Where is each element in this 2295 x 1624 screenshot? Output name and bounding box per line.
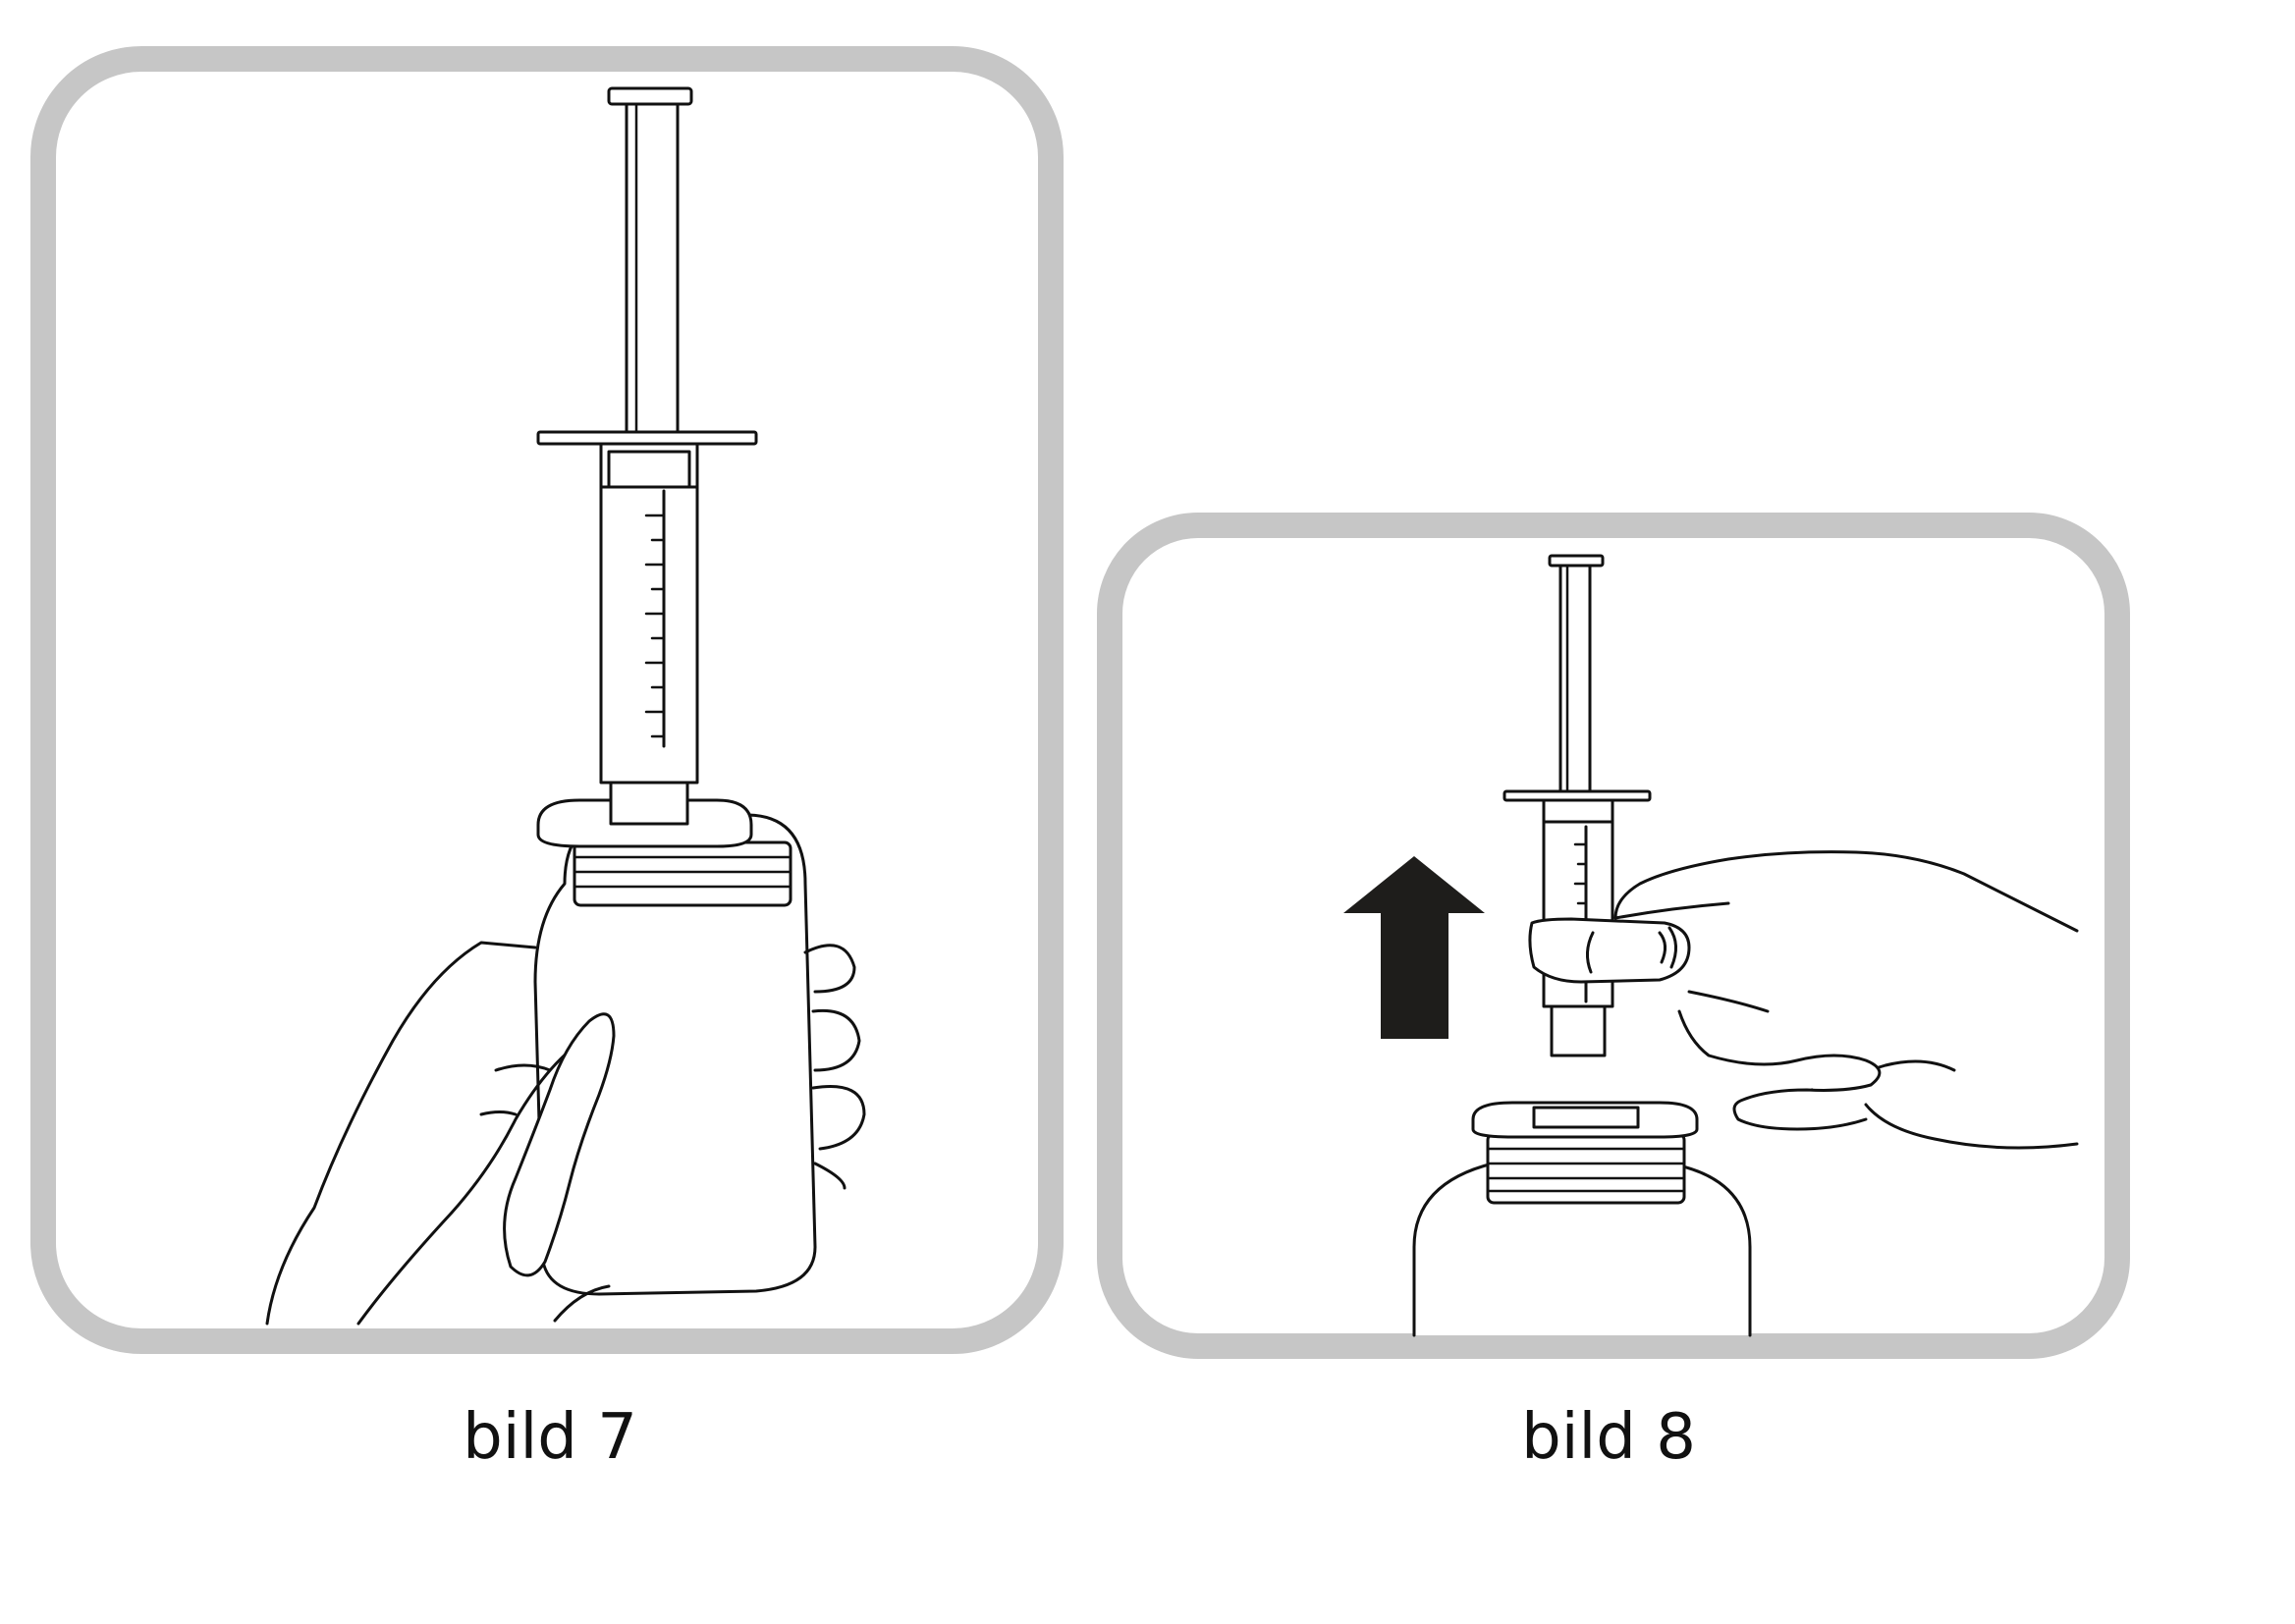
caption-bild-8: bild 8: [1521, 1401, 1696, 1474]
up-arrow-icon: [1343, 856, 1485, 1039]
hand-icon: [265, 941, 866, 1326]
hand-icon: [1528, 850, 2079, 1150]
panel-bild-7: [30, 46, 1064, 1354]
panel-bild-8: [1097, 513, 2130, 1359]
syringe-icon: [536, 86, 758, 826]
bottle-icon: [1412, 1101, 1752, 1337]
bottle-icon: [533, 798, 817, 1296]
caption-bild-7: bild 7: [463, 1401, 637, 1474]
